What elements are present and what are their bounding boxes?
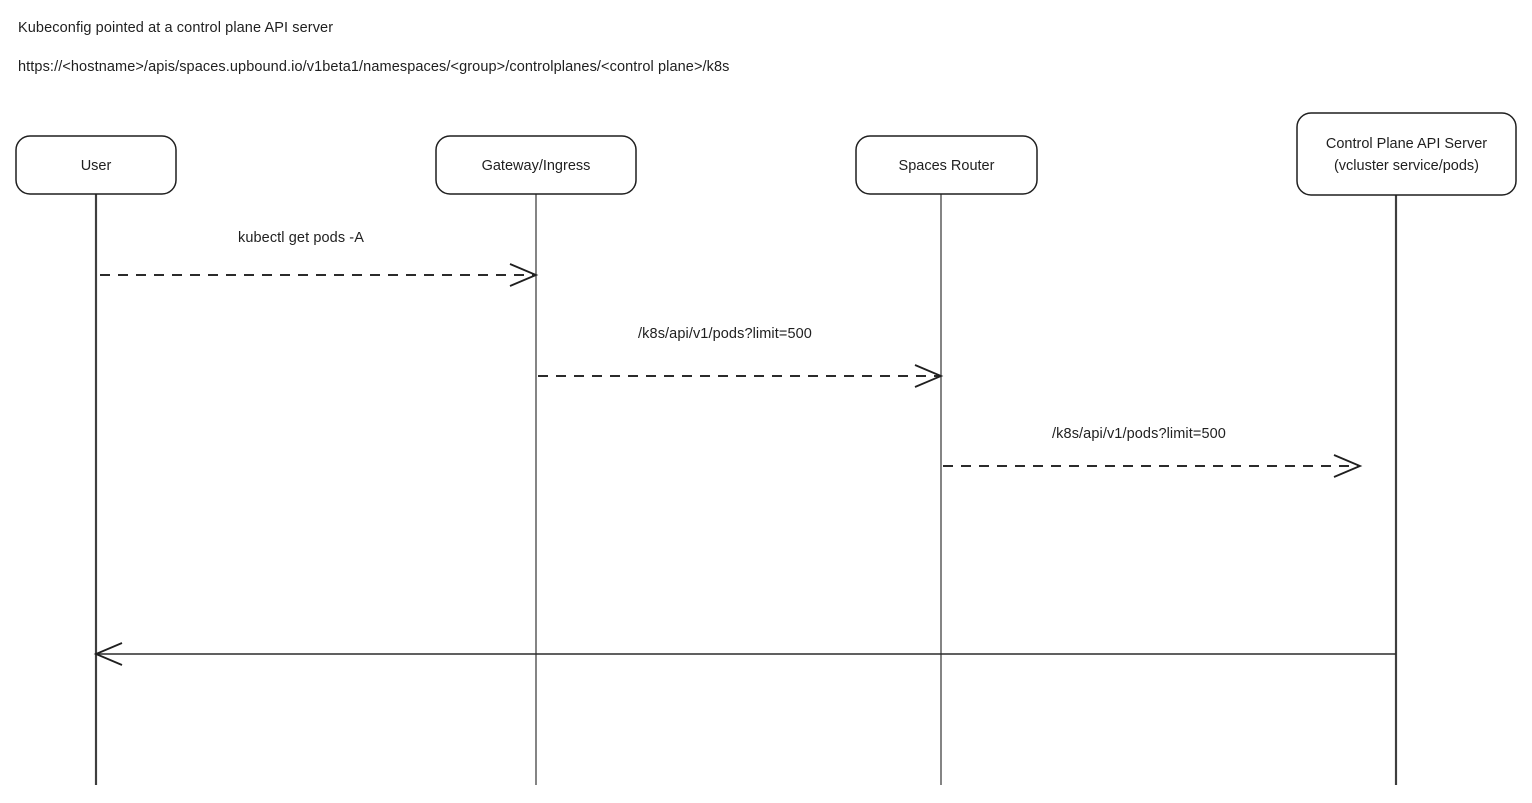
arrow-head-msg-router-to-control-plane [1333, 454, 1363, 478]
participant-label-gateway: Gateway/Ingress [482, 158, 591, 174]
participant-sublabel-control-plane: (vcluster service/pods) [1334, 158, 1479, 174]
message-msg-kubectl-get-pods[interactable] [100, 263, 539, 287]
participant-control-plane[interactable]: Control Plane API Server (vcluster servic… [1296, 112, 1517, 196]
message-label-msg-kubectl-get-pods: kubectl get pods -A [237, 230, 365, 246]
participant-label-control-plane: Control Plane API Server [1326, 136, 1487, 152]
participant-user[interactable]: User [15, 135, 177, 195]
arrow-head-msg-response-to-user [93, 642, 123, 666]
message-msg-gateway-to-router[interactable] [538, 364, 944, 388]
participant-box-spaces-router[interactable] [855, 135, 1038, 195]
message-label-msg-router-to-control-plane: /k8s/api/v1/pods?limit=500 [1052, 426, 1226, 442]
message-msg-router-to-control-plane[interactable] [943, 454, 1363, 478]
participant-box-user[interactable] [15, 135, 177, 195]
messages-layer [93, 263, 1396, 666]
message-msg-response-to-user[interactable] [93, 642, 1396, 666]
participant-gateway[interactable]: Gateway/Ingress [435, 135, 637, 195]
participant-label-spaces-router: Spaces Router [899, 158, 995, 174]
lifelines-layer [94, 194, 1398, 785]
actors-layer: User Gateway/Ingress Spaces Router Control … [15, 112, 1517, 196]
message-label-msg-gateway-to-router: /k8s/api/v1/pods?limit=500 [638, 326, 812, 342]
participant-box-control-plane[interactable] [1296, 112, 1517, 196]
participant-label-user: User [81, 158, 112, 174]
arrow-head-msg-kubectl-get-pods [509, 263, 539, 287]
diagram-url: https://<hostname>/apis/spaces.upbound.i… [18, 59, 730, 75]
participant-box-gateway[interactable] [435, 135, 637, 195]
participant-spaces-router[interactable]: Spaces Router [855, 135, 1038, 195]
diagram-title: Kubeconfig pointed at a control plane AP… [18, 20, 334, 36]
arrow-head-msg-gateway-to-router [914, 364, 944, 388]
